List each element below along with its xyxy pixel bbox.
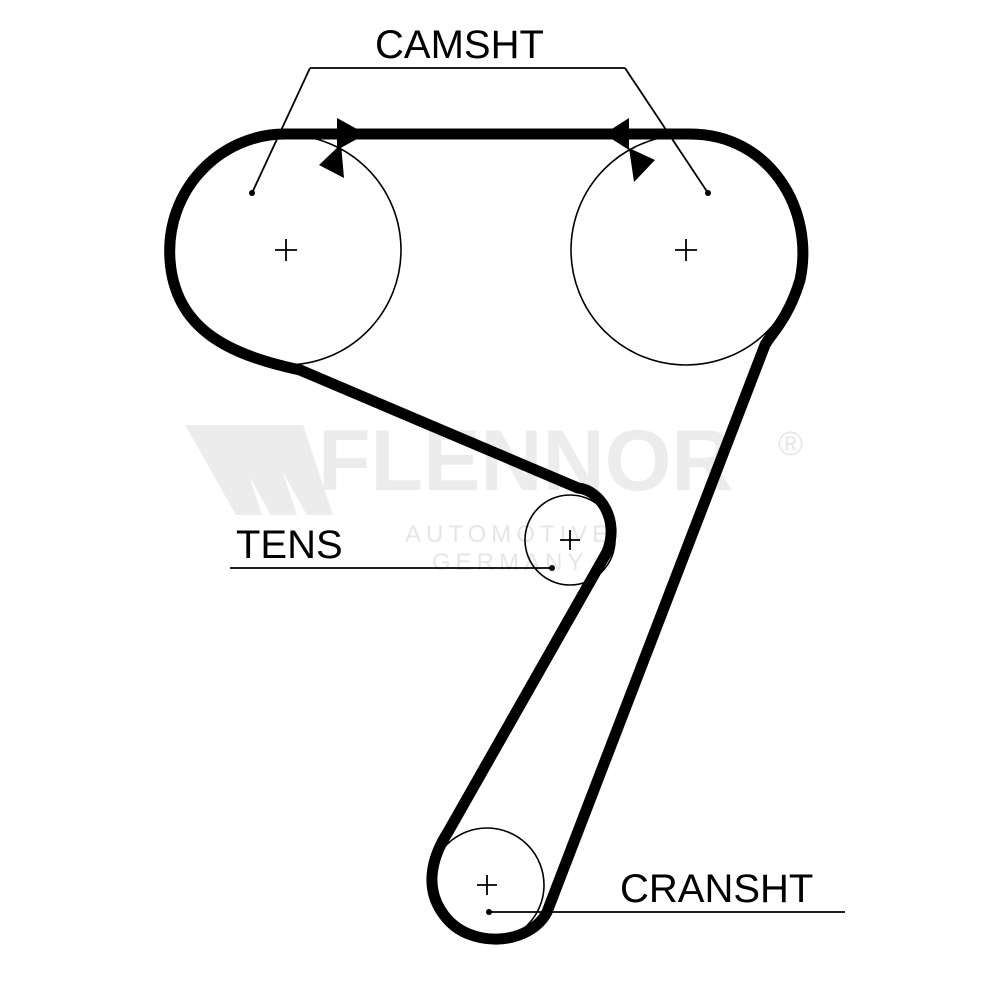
watermark-registered: ®: [778, 425, 803, 463]
camshaft-leader: [251, 67, 709, 194]
flennor-w-logo-icon: [185, 425, 333, 515]
camshaft-label: CAMSHT: [375, 23, 544, 67]
watermark-line1: AUTOMOTIVE: [405, 521, 613, 548]
watermark-line2: GERMANY: [432, 549, 588, 576]
rotation-arrow-icon: [319, 118, 655, 182]
tensioner-label: TENS: [236, 523, 343, 567]
timing-belt: [164, 128, 809, 945]
left-camshaft-center-mark: [275, 239, 297, 261]
crankshaft-label: CRANSHT: [620, 867, 813, 911]
tensioner-center-mark: [560, 530, 580, 550]
crankshaft-center-mark: [477, 875, 497, 895]
right-camshaft-center-mark: [675, 239, 697, 261]
